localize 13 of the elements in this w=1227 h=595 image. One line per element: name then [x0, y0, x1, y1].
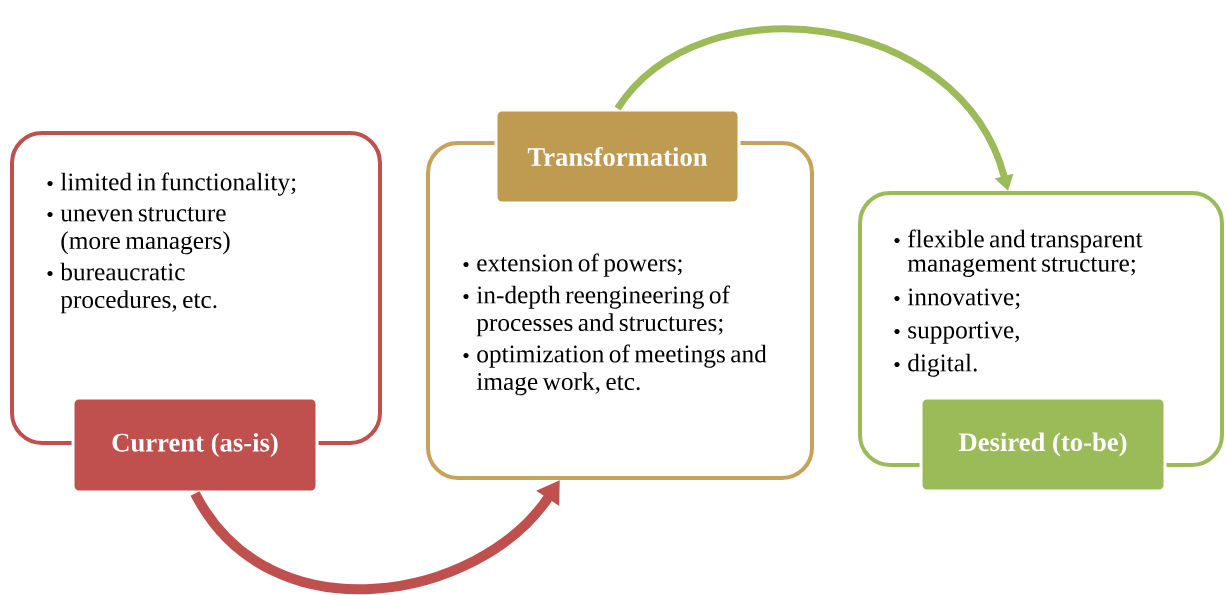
bullet-text: flexible and transparent management structure; [907, 229, 1143, 277]
title-box: Desired (to-be) [919, 396, 1167, 493]
bullet-text: limited in functionality; [60, 172, 296, 196]
bullet-text: in-depth reengineering of processes and structures; [476, 285, 730, 337]
bullet-text: optimization of meetings and image work, etc. [476, 344, 767, 396]
bullet-text: digital. [908, 353, 977, 377]
bullet-text: innovative; [907, 288, 1020, 310]
bullet-text: extension of powers; [477, 253, 682, 277]
title-box: Transformation [494, 108, 741, 205]
bullet-text: bureaucratic procedures, etc. [60, 262, 217, 314]
bullet-text: uneven structure (more managers) [60, 207, 230, 255]
title-box: Current (as-is) [71, 396, 319, 494]
bullet-text: supportive, [908, 321, 1019, 344]
